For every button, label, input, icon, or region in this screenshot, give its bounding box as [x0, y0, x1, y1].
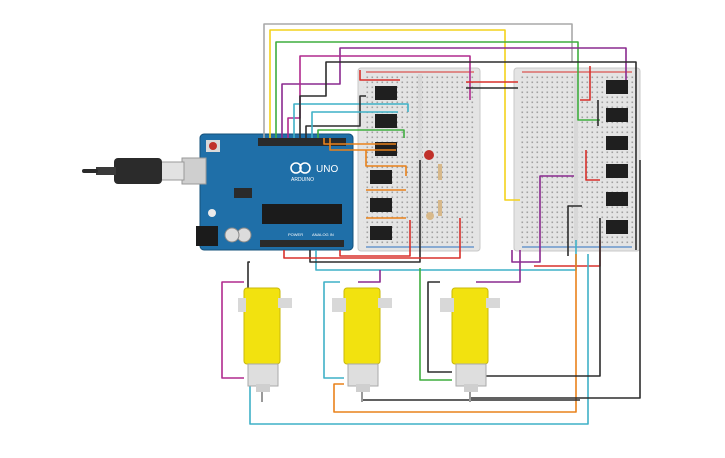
driver-chip	[370, 170, 392, 184]
driver-chip	[606, 192, 628, 206]
driver-chip	[375, 86, 397, 100]
driver-chip	[370, 226, 392, 240]
microcontroller-chip	[262, 204, 342, 224]
power-jack	[196, 226, 218, 246]
brand-label: ARDUINO	[291, 177, 314, 183]
power-analog-header	[260, 240, 344, 247]
resistor	[438, 200, 442, 216]
driver-chip	[606, 108, 628, 122]
driver-chip	[606, 220, 628, 234]
gear-motor-2	[332, 287, 392, 402]
led-and-resistors	[424, 150, 442, 220]
driver-chip	[606, 164, 628, 178]
model-label: UNO	[316, 164, 338, 175]
arduino-uno-board: UNO ARDUINO POWER ANALOG IN	[196, 133, 354, 251]
gear-motor-3	[440, 287, 500, 402]
driver-chip	[370, 198, 392, 212]
left-driver-column	[370, 86, 397, 240]
driver-chip	[606, 80, 628, 94]
right-driver-column	[606, 80, 628, 234]
usb-plug	[114, 158, 162, 184]
infinity-logo-left	[290, 162, 302, 174]
infinity-logo-right	[299, 162, 311, 174]
resistor	[438, 164, 442, 180]
analog-label: ANALOG IN	[312, 232, 334, 237]
driver-chip	[606, 136, 628, 150]
usb-cable	[82, 157, 207, 185]
gear-motor-1	[238, 287, 292, 402]
power-label: POWER	[288, 232, 303, 237]
reset-button[interactable]	[209, 142, 217, 150]
driver-chip	[375, 114, 397, 128]
photoresistor	[426, 212, 434, 220]
red-led	[424, 150, 434, 160]
digital-pin-header	[258, 138, 346, 146]
driver-chip	[375, 142, 397, 156]
